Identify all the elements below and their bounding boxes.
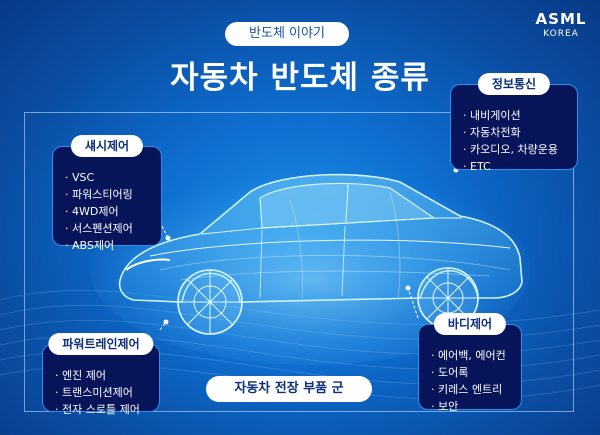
list-item: 도어록: [431, 364, 511, 381]
list-item: 전자 스로틀 제어: [55, 401, 149, 418]
content-frame: [24, 112, 574, 412]
list-item: 카오디오, 차량운용: [463, 141, 567, 158]
logo-line-1: ASML: [535, 10, 587, 28]
list-item: VSC: [65, 169, 151, 186]
infotainment-list: 내비게이션 자동차전화 카오디오, 차량운용 ETC: [463, 107, 567, 175]
list-item: 에어백, 에어컨: [431, 347, 511, 364]
list-item: ETC: [463, 158, 567, 175]
series-tag: 반도체 이야기: [225, 22, 349, 46]
infotainment-title: 정보통신: [477, 73, 551, 95]
body-control-title: 바디제어: [433, 313, 507, 335]
list-item: 보안: [431, 398, 511, 415]
list-item: 자동차전화: [463, 124, 567, 141]
footer-label: 자동차 전장 부품 군: [206, 376, 372, 402]
page-title: 자동차 반도체 종류: [170, 60, 430, 96]
list-item: 트랜스미션제어: [55, 384, 149, 401]
list-item: 내비게이션: [463, 107, 567, 124]
infotainment-box: 정보통신 내비게이션 자동차전화 카오디오, 차량운용 ETC: [450, 73, 578, 173]
list-item: 서스펜션제어: [65, 220, 151, 237]
chassis-control-list: VSC 파워스티어링 4WD제어 서스펜션제어 ABS제어: [65, 169, 151, 254]
chassis-control-box: 섀시제어 VSC 파워스티어링 4WD제어 서스펜션제어 ABS제어: [52, 135, 162, 252]
list-item: 4WD제어: [65, 203, 151, 220]
list-item: 엔진 제어: [55, 367, 149, 384]
car-illustration: [90, 173, 530, 365]
list-item: 파워스티어링: [65, 186, 151, 203]
body-control-list: 에어백, 에어컨 도어록 키레스 엔트리 보안: [431, 347, 511, 415]
powertrain-control-list: 엔진 제어 트랜스미션제어 전자 스로틀 제어: [55, 367, 149, 418]
logo-line-2: KOREA: [543, 29, 579, 39]
chassis-control-title: 섀시제어: [70, 135, 144, 157]
body-control-box: 바디제어 에어백, 에어컨 도어록 키레스 엔트리 보안: [418, 313, 522, 413]
powertrain-control-title: 파워트레인제어: [48, 333, 154, 355]
powertrain-control-box: 파워트레인제어 엔진 제어 트랜스미션제어 전자 스로틀 제어: [42, 333, 160, 416]
list-item: 키레스 엔트리: [431, 381, 511, 398]
list-item: ABS제어: [65, 237, 151, 254]
asml-korea-logo: ASML KOREA: [528, 10, 594, 40]
